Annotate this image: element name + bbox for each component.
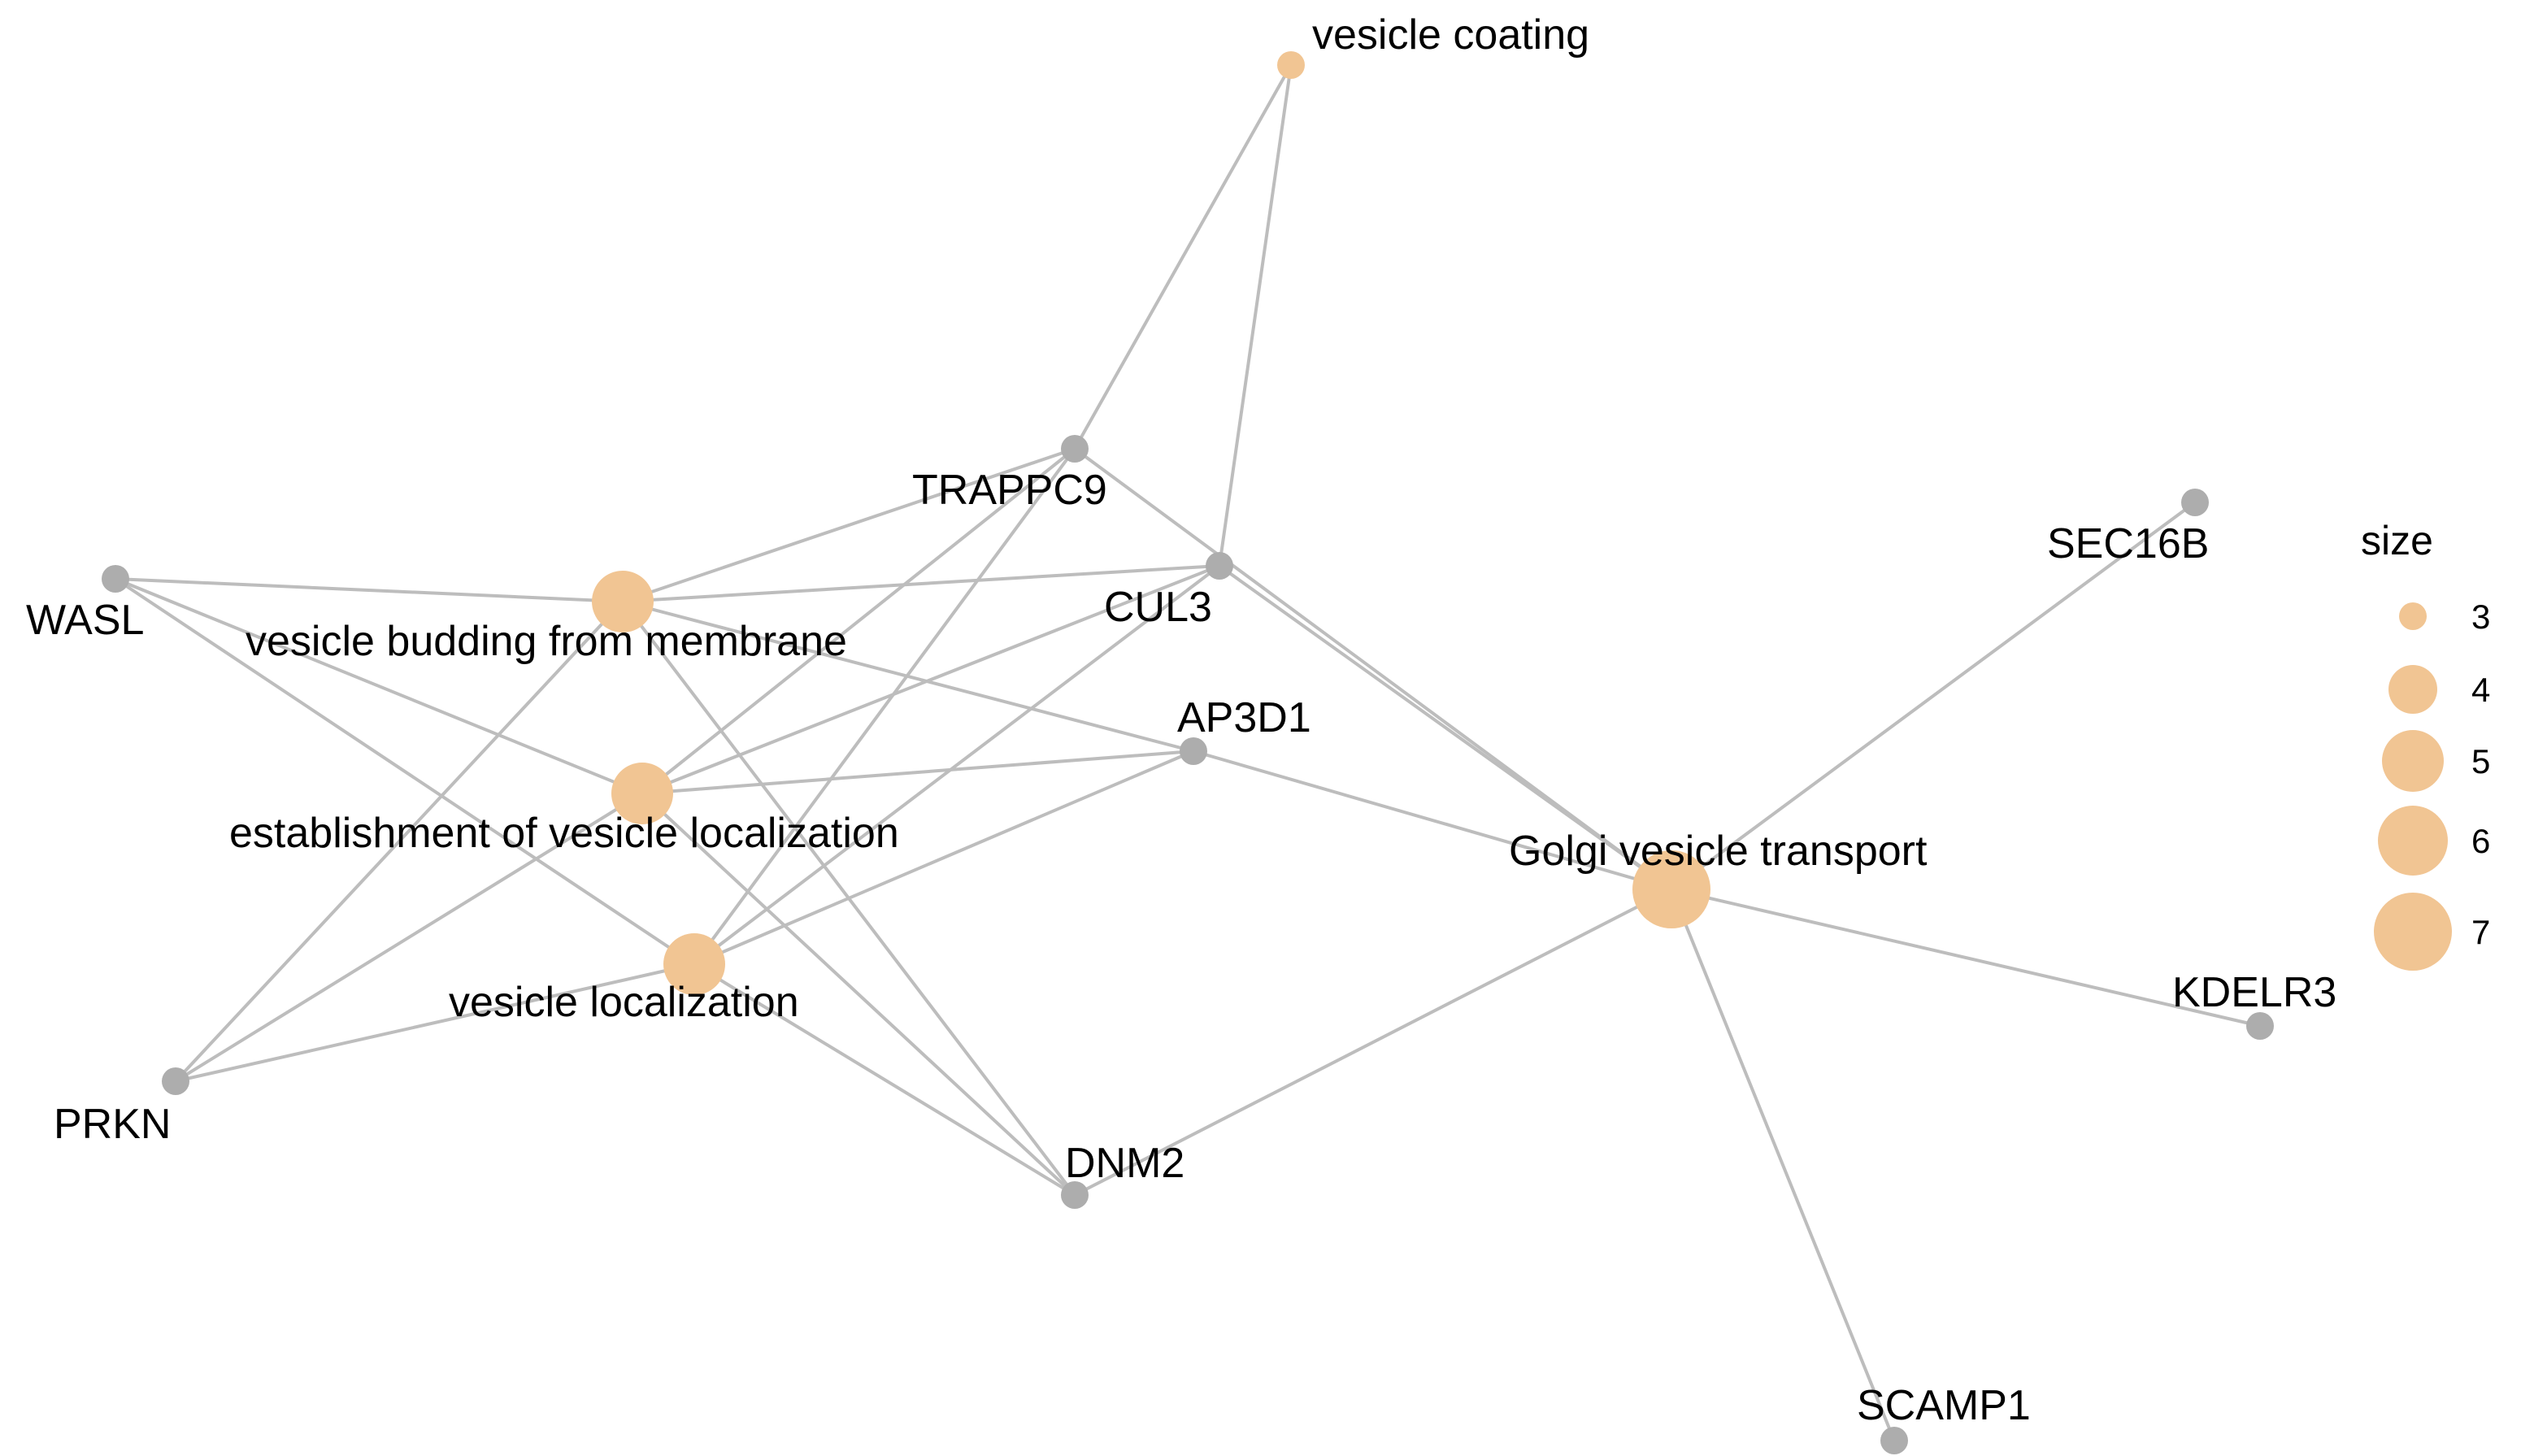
legend-title: size — [2361, 518, 2433, 563]
gene-node-SEC16B — [2181, 489, 2209, 516]
legend-size-circle-3 — [2399, 602, 2427, 630]
legend-size-label-3: 3 — [2471, 598, 2490, 636]
gene-label-AP3D1: AP3D1 — [1177, 694, 1311, 741]
legend-size-circle-4 — [2388, 665, 2437, 714]
size-legend: size 3 4 5 6 7 — [2361, 518, 2490, 971]
edge-golgi-SEC16B — [1670, 501, 2197, 891]
edge-vesicle_loc-AP3D1 — [693, 750, 1194, 966]
edge-est_vesicle_loc-DNM2 — [641, 792, 1076, 1197]
edge-vesicle_budding-TRAPPC9 — [622, 447, 1076, 603]
legend-size-circle-5 — [2382, 730, 2444, 792]
edge-est_vesicle_loc-AP3D1 — [641, 750, 1194, 795]
edge-golgi-AP3D1 — [1193, 750, 1672, 891]
edge-est_vesicle_loc-PRKN — [174, 792, 644, 1083]
edge-golgi-SCAMP1 — [1670, 889, 1896, 1441]
edge-vesicle_loc-DNM2 — [693, 963, 1076, 1197]
edge-vesicle_loc-CUL3 — [693, 564, 1221, 966]
edge-vesicle_coating-CUL3 — [1218, 64, 1293, 567]
term-label-vesicle_budding: vesicle budding from membrane — [246, 618, 847, 665]
edge-vesicle_budding-CUL3 — [622, 564, 1220, 603]
gene-label-SEC16B: SEC16B — [2047, 520, 2209, 567]
edge-vesicle_coating-TRAPPC9 — [1073, 64, 1293, 450]
edge-golgi-CUL3 — [1218, 564, 1673, 891]
legend-size-label-6: 6 — [2471, 822, 2490, 860]
edge-est_vesicle_loc-TRAPPC9 — [641, 447, 1076, 795]
edge-golgi-DNM2 — [1074, 888, 1672, 1197]
nodes-layer — [102, 51, 2274, 1454]
gene-node-PRKN — [162, 1067, 189, 1095]
legend-size-label-5: 5 — [2471, 742, 2490, 780]
edge-est_vesicle_loc-WASL — [115, 577, 643, 795]
gene-node-TRAPPC9 — [1061, 435, 1089, 463]
gene-node-KDELR3 — [2246, 1012, 2274, 1040]
edges-layer — [114, 64, 2261, 1441]
gene-label-TRAPPC9: TRAPPC9 — [912, 467, 1107, 514]
term-node-golgi — [1632, 850, 1710, 928]
edge-vesicle_loc-WASL — [114, 577, 696, 966]
edge-vesicle_budding-WASL — [115, 577, 624, 603]
gene-label-DNM2: DNM2 — [1065, 1140, 1184, 1187]
gene-node-WASL — [102, 565, 129, 593]
labels-layer: vesicle coating vesicle budding from memb… — [26, 11, 2336, 1429]
gene-node-SCAMP1 — [1880, 1427, 1908, 1454]
gene-label-CUL3: CUL3 — [1104, 584, 1212, 631]
term-label-golgi: Golgi vesicle transport — [1509, 828, 1928, 875]
term-node-vesicle_loc — [663, 933, 725, 995]
term-label-est_vesicle_loc: establishment of vesicle localization — [229, 810, 899, 857]
edge-golgi-KDELR3 — [1671, 888, 2261, 1028]
edge-vesicle_budding-PRKN — [174, 600, 624, 1083]
gene-label-PRKN: PRKN — [54, 1101, 171, 1148]
gene-label-KDELR3: KDELR3 — [2172, 969, 2336, 1016]
legend-size-label-7: 7 — [2471, 913, 2490, 951]
term-label-vesicle_loc: vesicle localization — [449, 979, 799, 1026]
legend-size-label-4: 4 — [2471, 671, 2490, 709]
term-node-est_vesicle_loc — [611, 763, 673, 824]
gene-label-WASL: WASL — [26, 597, 144, 644]
legend-size-circle-6 — [2378, 806, 2448, 876]
gene-node-CUL3 — [1206, 552, 1233, 580]
edge-vesicle_loc-PRKN — [175, 963, 695, 1083]
term-node-vesicle_budding — [592, 571, 654, 632]
gene-node-DNM2 — [1061, 1181, 1089, 1209]
gene-label-SCAMP1: SCAMP1 — [1857, 1382, 2031, 1429]
legend-size-circle-7 — [2374, 893, 2452, 971]
gene-node-AP3D1 — [1180, 737, 1207, 765]
edge-est_vesicle_loc-CUL3 — [641, 564, 1220, 795]
edge-vesicle_loc-TRAPPC9 — [693, 447, 1076, 966]
term-label-vesicle_coating: vesicle coating — [1312, 11, 1589, 59]
edge-golgi-TRAPPC9 — [1073, 447, 1673, 891]
term-node-vesicle_coating — [1277, 51, 1305, 79]
